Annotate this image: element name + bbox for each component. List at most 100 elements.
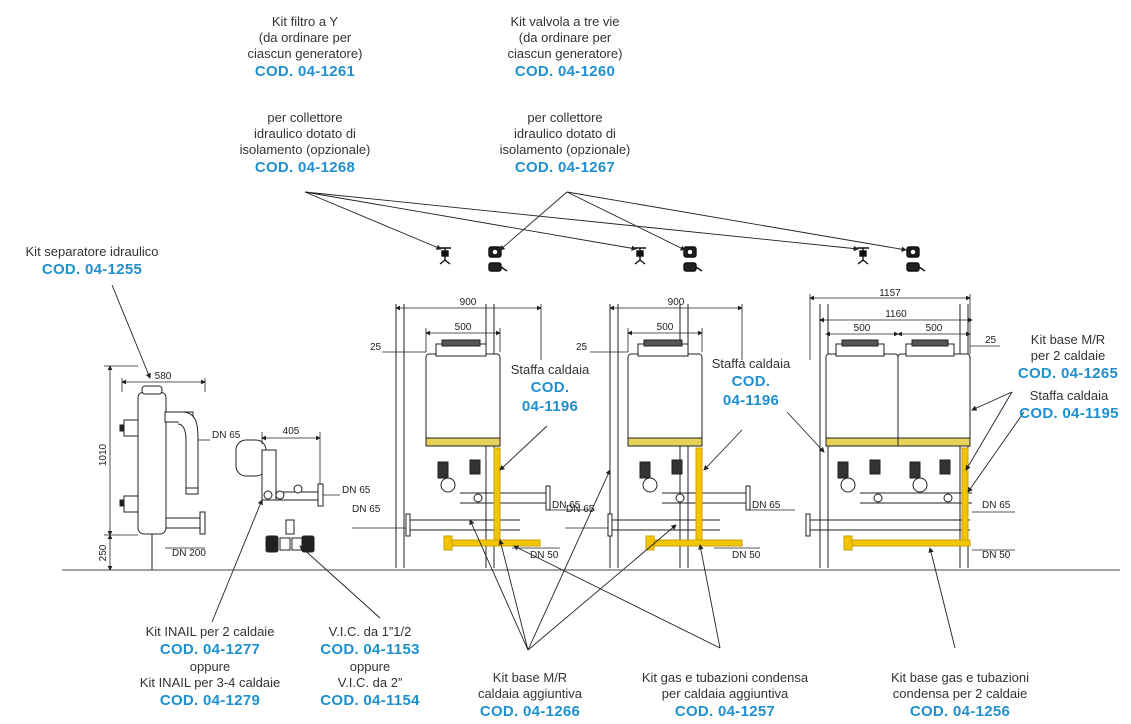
callout-filter-collector: per collettore idraulico dotato di isola… <box>220 110 390 177</box>
dim-sep-height: 1010 <box>98 443 109 466</box>
dim-u3-inner-a: 500 <box>854 323 871 334</box>
callout-bracket-2-code-b: 04-1196 <box>722 392 780 409</box>
vic-valve <box>265 519 315 553</box>
dim-u1-inner: 500 <box>455 322 472 333</box>
callout-base-two-code: COD. 04-1265 <box>1017 365 1119 382</box>
dim-u3-dn-right: DN 65 <box>982 500 1011 511</box>
callout-gas-add-code: COD. 04-1257 <box>674 703 776 720</box>
callout-vic-line1: V.I.C. da 1”1/2 <box>328 624 412 639</box>
dim-u2-dn-right: DN 65 <box>752 500 781 511</box>
dim-u1-dn-left: DN 65 <box>352 504 381 515</box>
dim-u2-offset: 25 <box>576 342 588 353</box>
callout-bracket-2-code-a: COD. <box>731 373 771 390</box>
dim-u1-offset: 25 <box>370 342 382 353</box>
callout-filter-line2: (da ordinare per <box>258 30 352 45</box>
callout-filter-line3: ciascun generatore) <box>247 46 363 61</box>
callout-base-add-line1: Kit base M/R <box>492 670 568 685</box>
callout-valve-line2: (da ordinare per <box>518 30 612 45</box>
dim-u3-inner-b: 500 <box>926 323 943 334</box>
dim-inail-width: 405 <box>283 426 300 437</box>
callout-separator-line1: Kit separatore idraulico <box>25 244 159 259</box>
callout-gas-base: Kit base gas e tubazioni condensa per 2 … <box>860 670 1060 721</box>
three-way-valve-icon <box>488 246 508 272</box>
callout-filter-coll-line1: per collettore <box>267 110 343 125</box>
callout-bracket-2: Staffa caldaia COD. 04-1196 <box>706 356 796 410</box>
callout-filter-kit: Kit filtro a Y (da ordinare per ciascun … <box>220 14 390 81</box>
callout-inail-line1: Kit INAIL per 2 caldaie <box>145 624 275 639</box>
dim-u1-width: 900 <box>460 297 477 308</box>
callout-valve-code: COD. 04-1260 <box>514 63 616 80</box>
dim-u2-dn-bottom: DN 50 <box>732 550 761 561</box>
dim-sep-dn-bottom: DN 200 <box>172 548 206 559</box>
callout-gas-add-line1: Kit gas e tubazioni condensa <box>641 670 809 685</box>
boiler-unit-1 <box>395 304 551 568</box>
dim-u3-dn-bottom: DN 50 <box>982 550 1011 561</box>
callout-bracket-2-line1: Staffa caldaia <box>711 356 791 371</box>
callout-bracket-1: Staffa caldaia COD. 04-1196 <box>505 362 595 416</box>
three-way-valve-icon <box>683 246 703 272</box>
callout-inail: Kit INAIL per 2 caldaie COD. 04-1277 opp… <box>110 624 310 710</box>
callout-base-add-code: COD. 04-1266 <box>479 703 581 720</box>
callout-filter-coll-code: COD. 04-1268 <box>254 159 356 176</box>
callout-vic-line2: V.I.C. da 2” <box>337 675 403 690</box>
callout-vic: V.I.C. da 1”1/2 COD. 04-1153 oppure V.I.… <box>300 624 440 710</box>
callout-filter-code: COD. 04-1261 <box>254 63 356 80</box>
callout-separator: Kit separatore idraulico COD. 04-1255 <box>2 244 182 279</box>
callout-bracket-3: Staffa caldaia COD. 04-1195 <box>1010 388 1128 423</box>
callout-valve-line1: Kit valvola a tre vie <box>510 14 620 29</box>
callout-bracket-1-code-b: 04-1196 <box>521 398 579 415</box>
dim-u3-width-top: 1157 <box>879 288 901 299</box>
callout-valve-coll-line2: idraulico dotato di <box>514 126 616 141</box>
callout-inail-code2: COD. 04-1279 <box>159 692 261 709</box>
callout-bracket-3-code: COD. 04-1195 <box>1019 405 1119 422</box>
callout-gas-additional: Kit gas e tubazioni condensa per caldaia… <box>620 670 830 721</box>
valve-row <box>439 246 926 272</box>
callout-base-two: Kit base M/R per 2 caldaie COD. 04-1265 <box>1008 332 1128 383</box>
y-filter-icon <box>634 247 646 265</box>
inail-kit <box>235 439 324 507</box>
callout-base-two-line1: Kit base M/R <box>1030 332 1106 347</box>
separator-dimensions <box>104 365 210 571</box>
callout-valve-coll-line1: per collettore <box>527 110 603 125</box>
callout-gas-base-code: COD. 04-1256 <box>909 703 1011 720</box>
dim-sep-width: 580 <box>155 371 172 382</box>
callout-base-add-line2: caldaia aggiuntiva <box>477 686 583 701</box>
callout-bracket-3-line1: Staffa caldaia <box>1029 388 1109 403</box>
callout-gas-base-line2: condensa per 2 caldaie <box>892 686 1028 701</box>
callout-vic-code2: COD. 04-1154 <box>320 692 420 709</box>
dim-inail-dn: DN 65 <box>342 485 371 496</box>
hydraulic-separator <box>119 385 206 570</box>
callout-valve-line3: ciascun generatore) <box>507 46 623 61</box>
dim-sep-dn-top: DN 65 <box>212 430 241 441</box>
y-filter-icon <box>857 247 869 265</box>
callout-base-two-line2: per 2 caldaie <box>1030 348 1106 363</box>
callout-inail-line2: Kit INAIL per 3-4 caldaie <box>139 675 281 690</box>
three-way-valve-icon <box>906 246 926 272</box>
boiler-unit-2 <box>607 304 751 568</box>
callout-gas-add-line2: per caldaia aggiuntiva <box>661 686 789 701</box>
dim-sep-base: 250 <box>98 544 109 561</box>
callout-vic-code1: COD. 04-1153 <box>320 641 420 658</box>
callout-filter-line1: Kit filtro a Y <box>271 14 339 29</box>
dim-u3-width: 1160 <box>885 309 907 320</box>
callout-vic-oppure: oppure <box>349 659 391 674</box>
callout-valve-coll-line3: isolamento (opzionale) <box>499 142 631 157</box>
callout-filter-coll-line2: idraulico dotato di <box>254 126 356 141</box>
dim-u2-width: 900 <box>668 297 685 308</box>
dim-u2-inner: 500 <box>657 322 674 333</box>
callout-base-additional: Kit base M/R caldaia aggiuntiva COD. 04-… <box>450 670 610 721</box>
callout-valve-coll-code: COD. 04-1267 <box>514 159 616 176</box>
dim-u2-dn-left: DN 65 <box>566 504 595 515</box>
leader-lines-bottom <box>211 391 1025 651</box>
callout-separator-code: COD. 04-1255 <box>41 261 143 278</box>
callout-bracket-1-code-a: COD. <box>530 379 570 396</box>
callout-valve-collector: per collettore idraulico dotato di isola… <box>480 110 650 177</box>
callout-valve-kit: Kit valvola a tre vie (da ordinare per c… <box>480 14 650 81</box>
callout-inail-oppure: oppure <box>189 659 231 674</box>
boiler-unit-3 <box>805 304 972 568</box>
leader-lines-top <box>304 191 907 252</box>
callout-inail-code1: COD. 04-1277 <box>159 641 261 658</box>
callout-filter-coll-line3: isolamento (opzionale) <box>239 142 371 157</box>
